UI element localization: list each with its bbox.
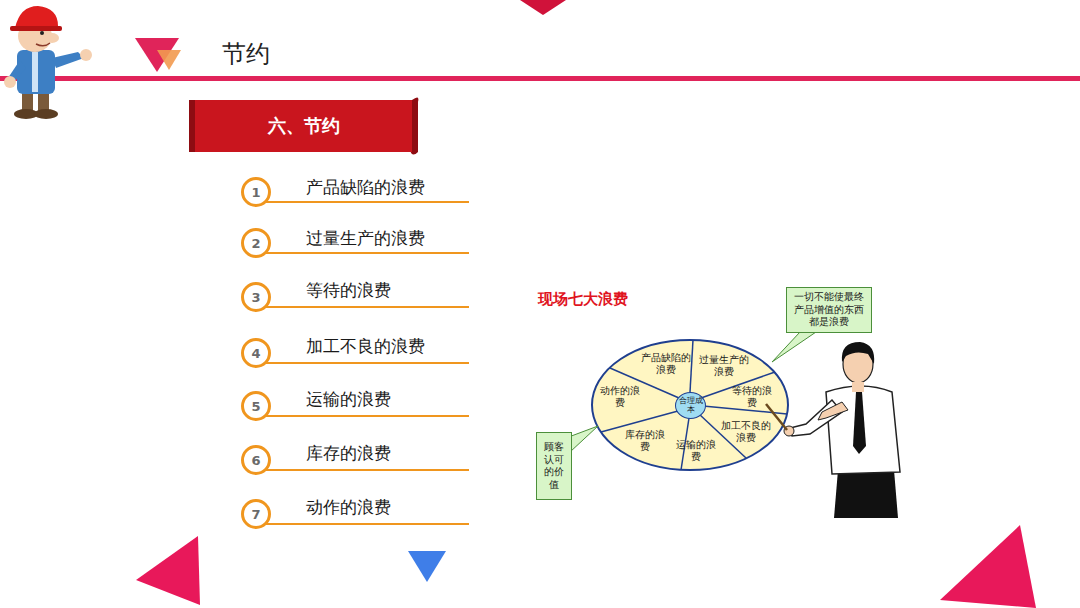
wheel-segment: 过量生产的浪费	[697, 352, 751, 380]
number-circle: 5	[241, 391, 271, 421]
number-circle: 7	[241, 499, 271, 529]
slide-title: 节约	[222, 38, 270, 70]
corner-triangle	[136, 536, 200, 605]
node-text: 六、节约	[268, 114, 340, 138]
corner-triangle	[408, 551, 446, 582]
list-item-text: 等待的浪费	[306, 279, 391, 302]
node-text: 1	[251, 185, 260, 200]
node-text: 库存的浪费	[623, 429, 667, 453]
node-text: 一切不能使最终产品增值的东西都是浪费	[791, 291, 867, 329]
wheel-segment: 动作的浪费	[598, 383, 642, 411]
node-text: 2	[251, 236, 260, 251]
node-text: 6	[251, 453, 260, 468]
wheel-segment: 运输的浪费	[674, 437, 718, 465]
number-circle: 3	[241, 282, 271, 312]
number-circle: 4	[241, 338, 271, 368]
corner-triangle	[940, 525, 1036, 608]
list-item-text: 过量生产的浪费	[306, 227, 425, 250]
top-triangle	[520, 0, 566, 15]
list-item-text: 运输的浪费	[306, 388, 391, 411]
node-text: 3	[251, 290, 260, 305]
worker-cartoon	[4, 6, 92, 119]
node-text: 7	[251, 507, 260, 522]
title-triangle-accent	[157, 50, 181, 70]
node-text: 产品缺陷的浪费	[639, 352, 693, 376]
wheel-segment: 库存的浪费	[623, 427, 667, 455]
node-text: 动作的浪费	[598, 385, 642, 409]
section-banner: 六、节约	[189, 100, 412, 152]
number-circle: 2	[241, 228, 271, 258]
node-text: 合理成本	[676, 397, 705, 415]
wheel-segment: 产品缺陷的浪费	[639, 350, 693, 378]
node-text: 加工不良的浪费	[718, 420, 774, 444]
number-circle: 6	[241, 445, 271, 475]
list-underlines	[256, 202, 469, 524]
wheel-segment: 等待的浪费	[730, 383, 774, 411]
number-circle: 1	[241, 177, 271, 207]
wheel-segment: 加工不良的浪费	[718, 418, 774, 446]
center-circle: 合理成本	[675, 392, 706, 419]
list-item-text: 产品缺陷的浪费	[306, 176, 425, 199]
list-item-text: 动作的浪费	[306, 496, 391, 519]
list-item-text: 加工不良的浪费	[306, 335, 425, 358]
node-text: 过量生产的浪费	[697, 354, 751, 378]
value-callout: 顾客认可的价值	[536, 432, 572, 500]
header-line	[0, 76, 1080, 81]
node-text: 4	[251, 346, 260, 361]
callout-tail	[772, 332, 816, 362]
node-text: 运输的浪费	[674, 439, 718, 463]
speech-callout: 一切不能使最终产品增值的东西都是浪费	[786, 287, 872, 333]
chart-heading: 现场七大浪费	[538, 290, 628, 309]
node-text: 5	[251, 399, 260, 414]
node-text: 等待的浪费	[730, 385, 774, 409]
list-item-text: 库存的浪费	[306, 442, 391, 465]
waste-wheel	[592, 340, 788, 470]
node-text: 顾客认可的价值	[541, 441, 567, 491]
presenter-figure	[766, 342, 900, 518]
